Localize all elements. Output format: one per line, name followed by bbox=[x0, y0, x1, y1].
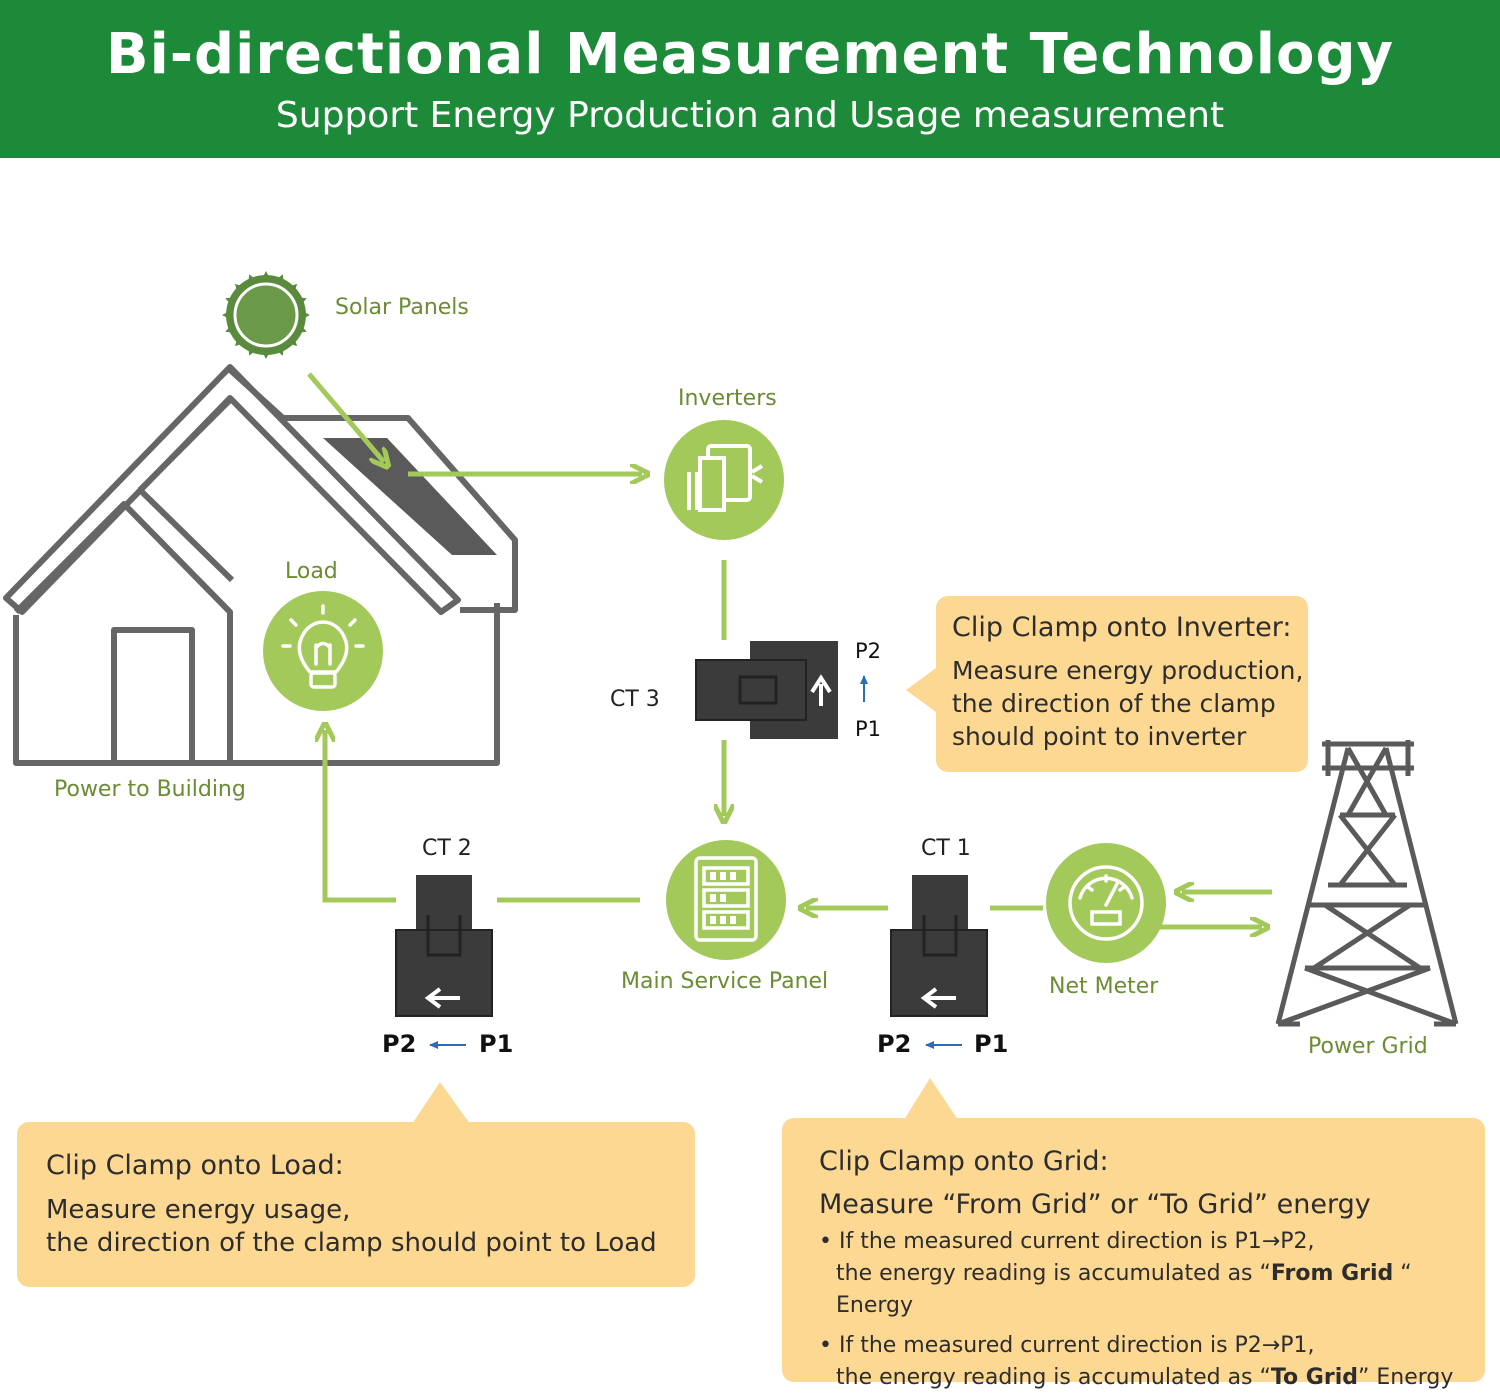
ct2-clamp bbox=[395, 875, 493, 1017]
load-callout: Clip Clamp onto Load: Measure energy usa… bbox=[17, 1122, 695, 1287]
ct2-p1-label: P1 bbox=[479, 1030, 514, 1058]
sun-ray bbox=[248, 274, 257, 284]
sun-ray bbox=[261, 271, 271, 280]
sun-ray bbox=[297, 297, 307, 306]
sun-ray bbox=[297, 324, 307, 333]
inverter-icon bbox=[664, 420, 784, 540]
inverter-callout-pointer bbox=[906, 668, 936, 712]
sun-ray bbox=[261, 350, 271, 359]
ct1-p1-label: P1 bbox=[974, 1030, 1009, 1058]
solar-panel-icon bbox=[323, 438, 497, 555]
sun-ray bbox=[301, 310, 310, 320]
ct3-p1-label: P1 bbox=[855, 717, 882, 741]
sun-ray bbox=[275, 274, 284, 284]
sun-ray bbox=[222, 310, 231, 320]
house-icon bbox=[3, 364, 518, 766]
lightbulb-icon bbox=[263, 591, 383, 711]
ct2-to-load-arrow bbox=[325, 730, 396, 903]
inverters-label: Inverters bbox=[678, 386, 777, 411]
power-grid-label: Power Grid bbox=[1308, 1034, 1428, 1059]
ct3-clamp bbox=[695, 641, 838, 739]
ct2-label: CT 2 bbox=[422, 836, 472, 861]
load-callout-line: the direction of the clamp should point … bbox=[46, 1228, 657, 1258]
inverter-callout-line: the direction of the clamp bbox=[952, 689, 1276, 718]
ct2-p2-label: P2 bbox=[382, 1030, 417, 1058]
grid-callout-bullet: • If the measured current direction is P… bbox=[819, 1229, 1315, 1254]
net-meter-label: Net Meter bbox=[1049, 974, 1159, 999]
ct1-p2-label: P2 bbox=[877, 1030, 912, 1058]
grid-callout-title: Clip Clamp onto Grid: bbox=[819, 1146, 1109, 1177]
main-service-panel-label: Main Service Panel bbox=[621, 969, 829, 994]
page-title: Bi-directional Measurement Technology bbox=[105, 22, 1395, 87]
inverter-callout-line: Measure energy production, bbox=[952, 656, 1304, 685]
inverter-callout: Clip Clamp onto Inverter: Measure energy… bbox=[936, 596, 1308, 772]
grid-callout: Clip Clamp onto Grid: Measure “From Grid… bbox=[782, 1118, 1485, 1390]
load-callout-line: Measure energy usage, bbox=[46, 1195, 351, 1225]
grid-callout-subtitle: Measure “From Grid” or “To Grid” energy bbox=[819, 1189, 1371, 1220]
load-callout-title: Clip Clamp onto Load: bbox=[46, 1150, 344, 1181]
ct3-label: CT 3 bbox=[610, 687, 660, 712]
grid-callout-bullet-detail: the energy reading is accumulated as “Fr… bbox=[836, 1261, 1412, 1318]
sun-to-panel-arrow bbox=[307, 372, 384, 462]
sun-ray bbox=[248, 346, 257, 356]
grid-callout-bullet: • If the measured current direction is P… bbox=[819, 1333, 1315, 1358]
load-label: Load bbox=[285, 559, 338, 584]
sun-ray bbox=[234, 337, 244, 347]
page-subtitle: Support Energy Production and Usage meas… bbox=[275, 95, 1225, 136]
load-callout-pointer bbox=[412, 1082, 470, 1124]
power-to-building-label: Power to Building bbox=[54, 777, 246, 802]
inverter-callout-line: should point to inverter bbox=[952, 722, 1247, 751]
sun-ray bbox=[288, 337, 298, 347]
sun-ray bbox=[288, 283, 298, 293]
inverter-callout-title: Clip Clamp onto Inverter: bbox=[952, 612, 1292, 643]
sun-ray bbox=[275, 346, 284, 356]
grid-callout-pointer bbox=[904, 1078, 958, 1120]
ct1-clamp bbox=[890, 875, 988, 1017]
header-banner: Bi-directional Measurement Technology Su… bbox=[0, 0, 1500, 158]
main-service-panel-icon bbox=[666, 840, 786, 960]
power-tower-icon bbox=[1275, 740, 1459, 1027]
ct3-p2-label: P2 bbox=[855, 639, 882, 663]
grid-callout-bullet-detail: the energy reading is accumulated as “To… bbox=[836, 1365, 1454, 1390]
sun-icon bbox=[222, 271, 310, 359]
solar-panels-label: Solar Panels bbox=[335, 295, 469, 320]
ct1-label: CT 1 bbox=[921, 836, 971, 861]
sun-ray bbox=[225, 324, 235, 333]
sun-ray bbox=[225, 297, 235, 306]
net-meter-icon bbox=[1046, 843, 1166, 963]
sun-ray bbox=[234, 283, 244, 293]
